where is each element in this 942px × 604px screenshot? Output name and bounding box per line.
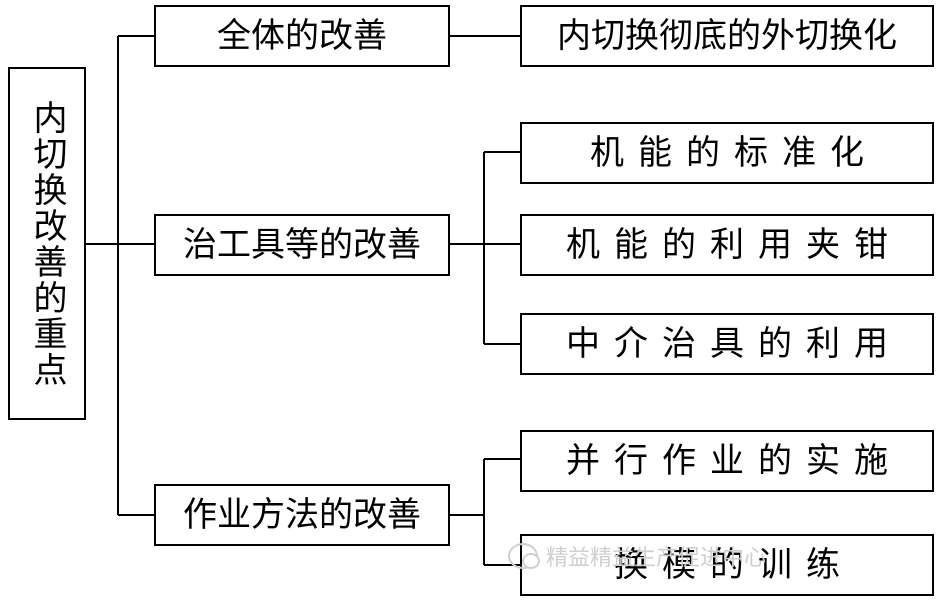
branch-node-label: 治工具等的改善 (183, 225, 421, 265)
watermark: 精益精益生产促进中心 (508, 536, 766, 576)
root-node: 内切换改善的重点 (8, 67, 86, 420)
leaf-node-parallel-work: 并行作业的实施 (520, 430, 934, 492)
branch-node-label: 作业方法的改善 (183, 495, 421, 535)
leaf-node-label: 换模的训练 (614, 545, 854, 585)
leaf-node-die-change-training: 换模的训练 (520, 534, 934, 596)
branch-node-tools: 治工具等的改善 (154, 214, 450, 276)
leaf-node-label: 中介治具的利用 (566, 324, 902, 364)
leaf-node-external-conversion: 内切换彻底的外切换化 (520, 5, 934, 67)
leaf-node-intermediate-jig: 中介治具的利用 (520, 313, 934, 375)
leaf-node-clamps: 机能的利用夹钳 (520, 214, 934, 276)
leaf-node-standardization: 机能的标准化 (520, 122, 934, 184)
leaf-node-label: 机能的利用夹钳 (566, 225, 902, 265)
root-node-label: 内切换改善的重点 (27, 99, 67, 388)
leaf-node-label: 机能的标准化 (590, 133, 878, 173)
wechat-icon (508, 543, 540, 569)
leaf-node-label: 并行作业的实施 (566, 441, 902, 481)
branch-node-methods: 作业方法的改善 (154, 484, 450, 546)
branch-node-label: 全体的改善 (217, 16, 387, 56)
leaf-node-label: 内切换彻底的外切换化 (557, 16, 897, 56)
branch-node-overall: 全体的改善 (154, 5, 450, 67)
watermark-text: 精益精益生产促进中心 (546, 546, 767, 571)
